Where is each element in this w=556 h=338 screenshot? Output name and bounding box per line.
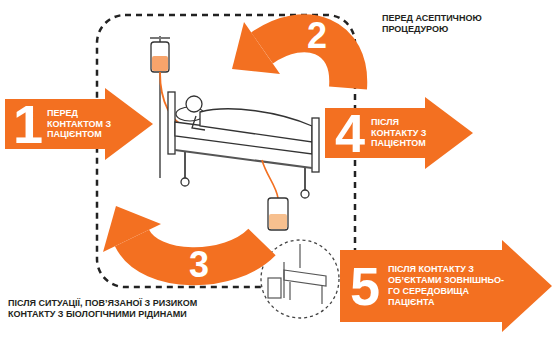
curved-arrow-body xyxy=(262,33,348,88)
curved-arrow xyxy=(232,22,348,88)
moment-label: ПІСЛЯ СИТУАЦІЇ, ПОВ’ЯЗАНОЇ З РИЗИКОМ КОН… xyxy=(8,298,198,320)
moment-number: 2 xyxy=(307,18,327,54)
footboard xyxy=(312,118,319,172)
moment-number: 3 xyxy=(189,247,209,283)
moment-number: 4 xyxy=(335,106,365,160)
bed-frame xyxy=(175,150,312,168)
moment-label: ПІСЛЯ КОНТАКТУ З ОБ’ЄКТАМИ ЗОВНІШНЬО- ГО… xyxy=(388,264,514,307)
urine-bag xyxy=(268,198,288,230)
patient-arm xyxy=(192,116,205,130)
iv-fluid xyxy=(152,56,168,71)
urine-fluid xyxy=(269,214,287,229)
drain-tube xyxy=(262,160,278,198)
bed-wheel xyxy=(181,178,189,186)
moment-number: 1 xyxy=(13,97,43,151)
patient-head xyxy=(186,96,202,112)
moment-arrow: 2 ПЕРЕД АСЕПТИЧНОЮ ПРОЦЕДУРОЮ xyxy=(200,5,495,115)
headboard xyxy=(168,92,175,154)
small-bed-leg xyxy=(289,282,290,300)
curved-arrow-head xyxy=(232,22,280,74)
moment-label: ПЕРЕД АСЕПТИЧНОЮ ПРОЦЕДУРОЮ xyxy=(382,13,494,35)
blanket xyxy=(200,109,312,142)
bed-leg xyxy=(184,151,186,178)
straight-arrow xyxy=(340,240,552,332)
moment-arrow: 3ПІСЛЯ СИТУАЦІЇ, ПОВ’ЯЗАНОЇ З РИЗИКОМ КО… xyxy=(5,188,295,336)
small-iv-pole xyxy=(299,244,300,268)
moment-label: ПІСЛЯ КОНТАКТУ З ПАЦІЄНТОМ xyxy=(371,117,437,149)
straight-arrow xyxy=(325,97,473,169)
moment-number: 5 xyxy=(350,259,380,313)
bedside-table xyxy=(268,278,281,298)
moment-label: ПЕРЕД КОНТАКТОМ З ПАЦІЄНТОМ xyxy=(47,108,113,140)
curved-arrow-head xyxy=(103,206,161,252)
small-bed-leg xyxy=(321,286,322,304)
straight-arrow xyxy=(5,88,153,160)
moment-arrow: 1ПЕРЕД КОНТАКТОМ З ПАЦІЄНТОМ xyxy=(5,88,155,160)
iv-hook xyxy=(150,37,170,39)
moment-arrow: 4ПІСЛЯ КОНТАКТУ З ПАЦІЄНТОМ xyxy=(325,97,475,169)
environment-circle xyxy=(261,240,339,318)
iv-bag xyxy=(151,42,169,72)
bed-wheel xyxy=(301,190,309,198)
bed-leg xyxy=(304,167,306,190)
curved-arrow xyxy=(103,206,262,266)
moment-arrow: 5ПІСЛЯ КОНТАКТУ З ОБ’ЄКТАМИ ЗОВНІШНЬО- Г… xyxy=(340,240,554,332)
small-bed-head xyxy=(283,262,284,298)
